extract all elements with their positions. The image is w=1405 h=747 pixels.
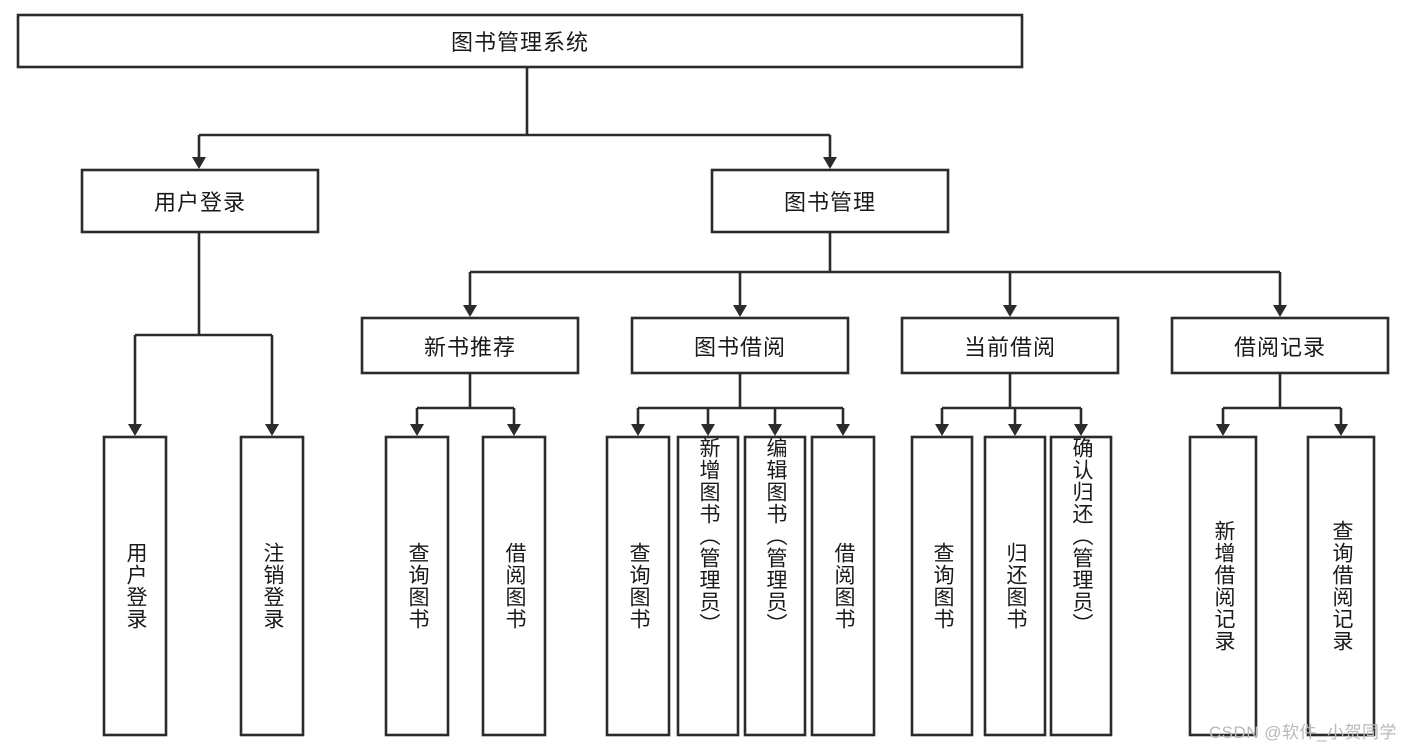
leaf-query-book-current[interactable]	[910, 435, 974, 737]
leaf-user-login[interactable]	[102, 435, 168, 737]
node-root[interactable]	[16, 13, 1024, 69]
node-borrow-record[interactable]	[1170, 316, 1390, 375]
leaf-confirm-return-admin[interactable]	[1049, 435, 1113, 737]
node-book-borrow[interactable]	[630, 316, 850, 375]
leaf-add-book-admin[interactable]	[676, 435, 740, 737]
leaf-borrow-book-recommend[interactable]	[481, 435, 547, 737]
watermark-text: CSDN @软件_小贺同学	[1208, 723, 1397, 742]
node-book-management[interactable]	[710, 168, 950, 234]
leaf-query-book-recommend[interactable]	[384, 435, 450, 737]
node-user-login[interactable]	[80, 168, 320, 234]
node-new-book-recommend[interactable]	[360, 316, 580, 375]
leaf-query-book-borrow[interactable]	[605, 435, 671, 737]
leaf-add-borrow-record[interactable]	[1188, 435, 1258, 737]
leaf-query-borrow-record[interactable]	[1306, 435, 1376, 737]
leaf-borrow-book[interactable]	[810, 435, 876, 737]
node-current-borrow[interactable]	[900, 316, 1120, 375]
leaf-logout[interactable]	[239, 435, 305, 737]
leaf-edit-book-admin[interactable]	[743, 435, 807, 737]
leaf-return-book[interactable]	[983, 435, 1047, 737]
